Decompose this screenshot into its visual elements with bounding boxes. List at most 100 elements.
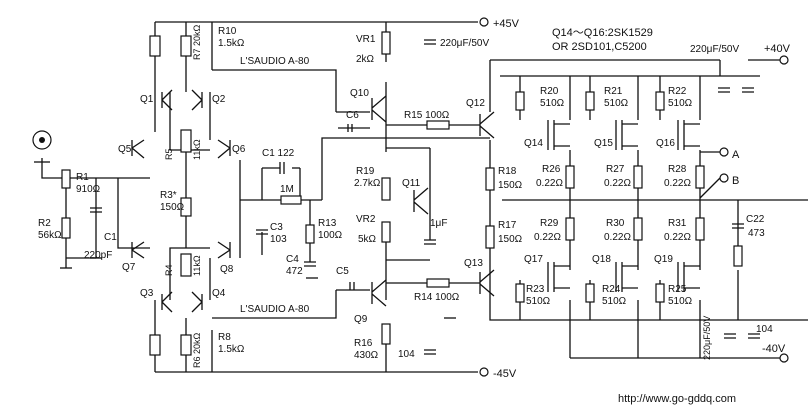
r20-value: 510Ω (540, 98, 565, 109)
r17-value: 150Ω (498, 234, 523, 245)
c4-label: C4 (286, 254, 299, 265)
cap-top-label: 220μF/50V (440, 38, 489, 49)
r18-label: R18 (498, 166, 517, 177)
q13-label: Q13 (464, 258, 483, 269)
r24-value: 510Ω (602, 296, 627, 307)
cap-1uf-label: 1μF (430, 218, 447, 229)
r31-label: R31 (668, 218, 687, 229)
r30-label: R30 (606, 218, 625, 229)
r25-value: 510Ω (668, 296, 693, 307)
r10-label: R10 (218, 26, 237, 37)
r2-value: 56kΩ (38, 230, 62, 241)
r27-value: 0.22Ω (604, 178, 631, 189)
footer-url: http://www.go-gddq.com (618, 393, 736, 405)
r21-label: R21 (604, 86, 623, 97)
r23-label: R23 (526, 284, 545, 295)
mosfet-types-label: Q14～Q16:2SK1529 (552, 27, 653, 39)
r22-value: 510Ω (668, 98, 693, 109)
q4-label: Q4 (212, 288, 226, 299)
r22-label: R22 (668, 86, 687, 97)
r26-label: R26 (542, 164, 561, 175)
labels: Q14～Q16:2SK1529 OR 2SD101,C5200 http://w… (38, 18, 791, 405)
cap-bottom-right-label: 220μF/50V (702, 316, 712, 360)
r28-label: R28 (668, 164, 687, 175)
r4-label: R4 (164, 264, 174, 276)
q17-label: Q17 (524, 254, 543, 265)
wires (41, 21, 808, 373)
q9-label: Q9 (354, 314, 368, 325)
transistors (131, 89, 700, 313)
vr1-value: 2kΩ (356, 54, 375, 65)
c3-value: 103 (270, 234, 287, 245)
q19-label: Q19 (654, 254, 673, 265)
c1-input-value: 220pF (84, 250, 112, 261)
vr2-value: 5kΩ (358, 234, 377, 245)
cap104-bottom-label: 104 (398, 349, 415, 360)
q15-label: Q15 (594, 138, 613, 149)
q18-label: Q18 (592, 254, 611, 265)
r3-value: 150Ω (160, 202, 185, 213)
r26-value: 0.22Ω (536, 178, 563, 189)
r25-label: R25 (668, 284, 687, 295)
resistors (61, 31, 743, 356)
r16-value: 430Ω (354, 350, 379, 361)
r23-value: 510Ω (526, 296, 551, 307)
r28-value: 0.22Ω (664, 178, 691, 189)
ic-lower-label: L'SAUDIO A-80 (240, 304, 310, 315)
c3-label: C3 (270, 222, 283, 233)
cap-top-right-label: 220μF/50V (690, 44, 739, 55)
r31-value: 0.22Ω (664, 232, 691, 243)
r8-label: R8 (218, 332, 231, 343)
output-a-label: A (732, 149, 740, 161)
r1m-label: 1M (280, 184, 294, 195)
r5-value: 11kΩ (192, 139, 202, 160)
q12-label: Q12 (466, 98, 485, 109)
c22-label: C22 (746, 214, 765, 225)
c5-label: C5 (336, 266, 349, 277)
r10-value: 1.5kΩ (218, 38, 245, 49)
r1-value: 910Ω (76, 184, 101, 195)
r3-label: R3* (160, 190, 177, 201)
r19-label: R19 (356, 166, 375, 177)
rail-neg40-label: -40V (762, 343, 786, 355)
q10-label: Q10 (350, 88, 369, 99)
mosfet-alt-label: OR 2SD101,C5200 (552, 41, 647, 53)
q8-label: Q8 (220, 264, 234, 275)
rail-pos45-label: +45V (493, 18, 520, 30)
r7-label: R7 20kΩ (192, 24, 202, 60)
c4-value: 472 (286, 266, 303, 277)
q11-label: Q11 (402, 178, 421, 189)
r8-value: 1.5kΩ (218, 344, 245, 355)
q14-label: Q14 (524, 138, 543, 149)
vr1-label: VR1 (356, 34, 376, 45)
c22-value: 473 (748, 228, 765, 239)
rail-neg45-label: -45V (493, 368, 517, 380)
r19-value: 2.7kΩ (354, 178, 381, 189)
c1-input-label: C1 (104, 232, 117, 243)
q7-label: Q7 (122, 262, 136, 273)
output-b-label: B (732, 175, 739, 187)
r6-label: R6 20kΩ (192, 332, 202, 368)
terminals (32, 17, 789, 377)
r4-value: 11kΩ (192, 255, 202, 276)
q1-label: Q1 (140, 94, 154, 105)
r29-label: R29 (540, 218, 559, 229)
q16-label: Q16 (656, 138, 675, 149)
c1-feedback-label: C1 122 (262, 148, 295, 159)
r1-label: R1 (76, 172, 89, 183)
q3-label: Q3 (140, 288, 154, 299)
r5-label: R5 (164, 148, 174, 160)
r2-label: R2 (38, 218, 51, 229)
r17-label: R17 (498, 220, 517, 231)
r30-value: 0.22Ω (604, 232, 631, 243)
rail-pos40-label: +40V (764, 43, 791, 55)
q5-label: Q5 (118, 144, 132, 155)
r16-label: R16 (354, 338, 373, 349)
ic-upper-label: L'SAUDIO A-80 (240, 56, 310, 67)
q6-label: Q6 (232, 144, 246, 155)
r20-label: R20 (540, 86, 559, 97)
r27-label: R27 (606, 164, 625, 175)
r18-value: 150Ω (498, 180, 523, 191)
r24-label: R24 (602, 284, 621, 295)
